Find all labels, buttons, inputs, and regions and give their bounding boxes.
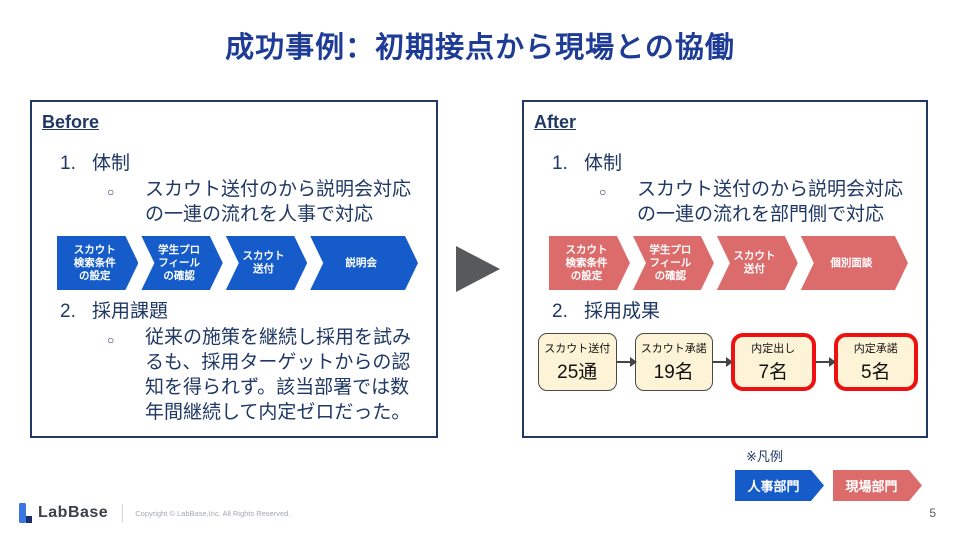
funnel-value: 25通 bbox=[557, 362, 598, 383]
section-title: 採用成果 bbox=[584, 301, 661, 322]
before-process-flow: スカウト 検索条件 の設定 学生プロ フィール の確認 スカウト 送付 説明会 bbox=[57, 236, 418, 290]
page-number: 5 bbox=[929, 506, 936, 520]
bullet-marker: ○ bbox=[107, 333, 115, 347]
flow-step: 説明会 bbox=[310, 236, 418, 290]
funnel-label: 内定出し bbox=[751, 343, 796, 355]
list-number: 1. bbox=[552, 153, 568, 174]
after-section-2: 2. 採用成果 bbox=[552, 299, 926, 325]
labbase-logo-icon bbox=[19, 503, 32, 523]
legend-field-department: 現場部門 bbox=[833, 470, 922, 501]
funnel-label: スカウト送付 bbox=[544, 343, 611, 355]
funnel-value: 5名 bbox=[860, 362, 891, 383]
flow-step: 個別面談 bbox=[801, 236, 908, 290]
brand-name: LabBase bbox=[38, 504, 109, 521]
section-title: 体制 bbox=[584, 153, 623, 174]
flow-step-label: 学生プロ フィール の確認 bbox=[158, 243, 201, 282]
funnel-label: スカウト承諾 bbox=[640, 343, 707, 355]
bullet-marker: ○ bbox=[107, 185, 115, 199]
legend-hr-department: 人事部門 bbox=[735, 470, 824, 501]
legend-arrows: 人事部門 現場部門 bbox=[735, 470, 925, 501]
slide-title: 成功事例：初期接点から現場との協働 bbox=[225, 32, 735, 64]
before-panel: Before 1. 体制 ○ スカウト送付のから説明会対応 の一連の流れを人事で… bbox=[30, 100, 438, 438]
list-number: 2. bbox=[552, 301, 568, 322]
bullet-text: スカウト送付のから説明会対応 の一連の流れを人事で対応 bbox=[145, 179, 412, 225]
arrow-right-icon bbox=[616, 357, 637, 367]
after-section-1: 1. 体制 bbox=[552, 151, 926, 177]
footer: LabBase Copyright © LabBase,Inc. All Rig… bbox=[18, 503, 290, 523]
footer-divider bbox=[122, 504, 124, 522]
funnel-box-scout-sent: スカウト送付 25通 bbox=[538, 333, 617, 391]
arrow-right-icon bbox=[713, 357, 733, 367]
labbase-logo: LabBase bbox=[18, 503, 108, 523]
funnel-box-offers-made: 内定出し 7名 bbox=[731, 333, 816, 391]
flow-step: 学生プロ フィール の確認 bbox=[141, 236, 222, 290]
copyright-text: Copyright © LabBase,Inc. All Rights Rese… bbox=[135, 508, 291, 518]
flow-step-label: スカウト 検索条件 の設定 bbox=[565, 243, 608, 282]
before-section-1-bullet: ○ スカウト送付のから説明会対応 の一連の流れを人事で対応 bbox=[107, 177, 430, 227]
after-section-1-bullet: ○ スカウト送付のから説明会対応 の一連の流れを部門側で対応 bbox=[599, 177, 920, 227]
legend: ※凡例 人事部門 現場部門 bbox=[735, 446, 925, 501]
flow-step: スカウト 送付 bbox=[226, 236, 307, 290]
arrow-right-icon bbox=[815, 357, 836, 367]
flow-step-label: スカウト 送付 bbox=[733, 250, 776, 275]
bullet-marker: ○ bbox=[599, 185, 607, 199]
flow-step: スカウト 送付 bbox=[717, 236, 798, 290]
flow-step: スカウト 検索条件 の設定 bbox=[57, 236, 138, 290]
funnel-value: 19名 bbox=[653, 362, 694, 383]
before-section-1: 1. 体制 bbox=[60, 151, 436, 177]
before-to-after-arrow-icon bbox=[456, 246, 500, 292]
before-section-2-bullet: ○ 従来の施策を継続し採用を試み るも、採用ターゲットからの認 知を得られず。該… bbox=[107, 325, 430, 425]
before-heading: Before bbox=[42, 112, 100, 132]
bullet-text: 従来の施策を継続し採用を試み るも、採用ターゲットからの認 知を得られず。該当部… bbox=[145, 327, 412, 423]
bullet-text: スカウト送付のから説明会対応 の一連の流れを部門側で対応 bbox=[637, 179, 904, 225]
flow-step-label: 説明会 bbox=[345, 256, 377, 269]
after-heading: After bbox=[534, 112, 577, 132]
flow-step-label: スカウト 検索条件 の設定 bbox=[73, 243, 116, 282]
flow-step: 学生プロ フィール の確認 bbox=[633, 236, 714, 290]
flow-step-label: 学生プロ フィール の確認 bbox=[649, 243, 692, 282]
after-panel: After 1. 体制 ○ スカウト送付のから説明会対応 の一連の流れを部門側で… bbox=[522, 100, 928, 438]
funnel-box-offers-accepted: 内定承諾 5名 bbox=[833, 333, 918, 391]
flow-step: スカウト 検索条件 の設定 bbox=[549, 236, 630, 290]
recruiting-funnel: スカウト送付 25通 スカウト承諾 19名 内定出し 7名 内定承諾 5名 bbox=[538, 331, 918, 393]
list-number: 1. bbox=[60, 153, 76, 174]
flow-step-label: スカウト 送付 bbox=[242, 250, 285, 275]
section-title: 体制 bbox=[92, 153, 131, 174]
funnel-label: 内定承諾 bbox=[853, 343, 898, 355]
legend-note: ※凡例 bbox=[746, 449, 783, 464]
before-section-2: 2. 採用課題 bbox=[60, 299, 436, 325]
funnel-box-scout-accepted: スカウト承諾 19名 bbox=[634, 333, 713, 391]
after-process-flow: スカウト 検索条件 の設定 学生プロ フィール の確認 スカウト 送付 個別面談 bbox=[549, 236, 908, 290]
section-title: 採用課題 bbox=[92, 301, 169, 322]
funnel-value: 7名 bbox=[758, 362, 789, 383]
flow-step-label: 個別面談 bbox=[830, 256, 873, 269]
list-number: 2. bbox=[60, 301, 76, 322]
